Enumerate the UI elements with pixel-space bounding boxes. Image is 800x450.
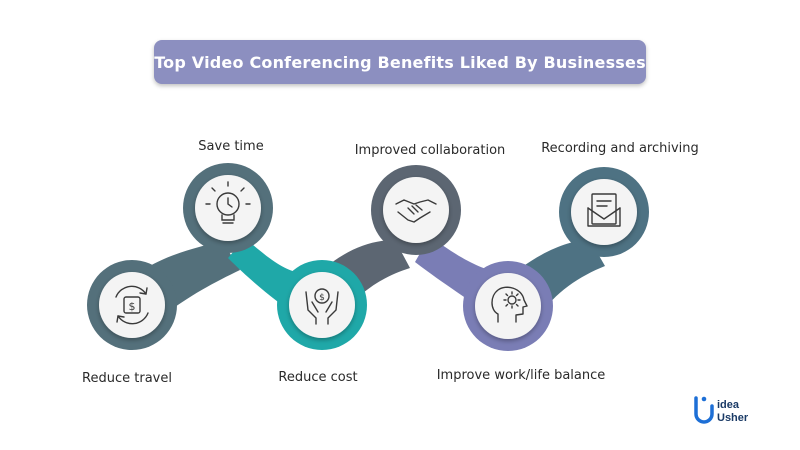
logo-dot bbox=[701, 396, 707, 402]
label-save-time: Save time bbox=[198, 139, 264, 154]
lightbulb-clock-icon bbox=[205, 181, 251, 224]
logo-text-line1: idea bbox=[717, 399, 740, 411]
money-cycle-icon: $ bbox=[115, 285, 149, 325]
disc-work-life bbox=[475, 273, 541, 339]
head-gear-icon bbox=[491, 286, 528, 323]
label-recording-archiving: Recording and archiving bbox=[541, 141, 699, 156]
disc-recording bbox=[571, 179, 637, 245]
svg-text:$: $ bbox=[129, 300, 136, 313]
svg-text:$: $ bbox=[319, 293, 325, 303]
label-improved-collaboration: Improved collaboration bbox=[354, 143, 506, 158]
handshake-icon bbox=[395, 199, 437, 223]
idea-usher-logo: idea Usher bbox=[694, 396, 749, 424]
label-reduce-cost: Reduce cost bbox=[278, 370, 358, 385]
hands-coin-icon: $ bbox=[305, 288, 339, 325]
mail-document-icon bbox=[587, 193, 621, 227]
logo-mark bbox=[694, 396, 714, 424]
logo-text-line2: Usher bbox=[717, 412, 749, 424]
label-improve-work-life: Improve work/life balance bbox=[436, 368, 606, 383]
page-title: Top Video Conferencing Benefits Liked By… bbox=[154, 52, 646, 72]
title-banner: Top Video Conferencing Benefits Liked By… bbox=[154, 40, 646, 84]
label-reduce-travel: Reduce travel bbox=[82, 371, 172, 386]
disc-reduce-travel bbox=[99, 272, 165, 338]
disc-save-time bbox=[195, 175, 261, 241]
disc-reduce-cost bbox=[289, 272, 355, 338]
